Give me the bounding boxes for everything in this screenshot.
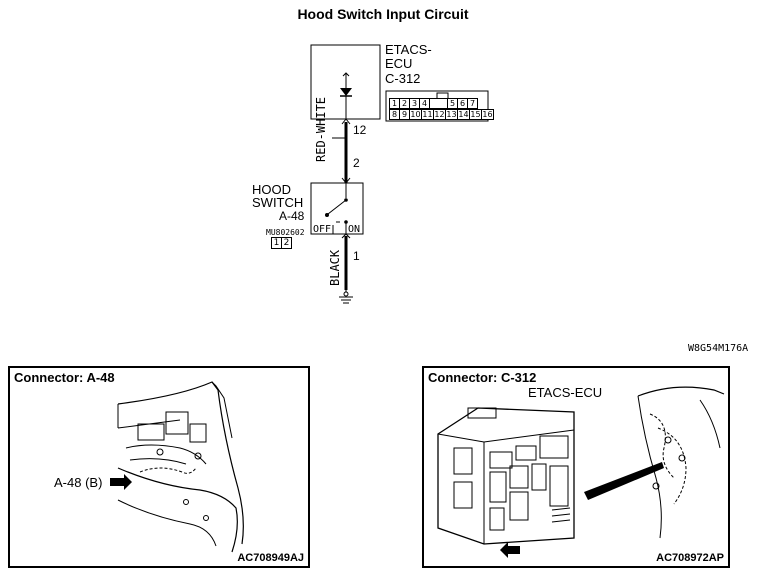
switch-off-label: OFF [313,224,332,235]
lower-wire-color-label: BLACK [328,249,342,286]
connector-a48-panel: Connector: A-48 A-48 (B) AC708949AJ [8,366,310,568]
arrow-icon [500,542,520,558]
hood-switch-box [310,182,364,235]
engine-bay-illustration [110,381,244,553]
etacs-ecu-illustration [437,386,725,558]
panel-callout: A-48 (B) [54,475,103,490]
ecu-name-line1: ETACS- [385,42,432,57]
diagram-title: Hood Switch Input Circuit [297,6,469,22]
connector-pin: 16 [481,109,494,120]
switch-on-label: ON [348,224,361,235]
hood-switch-part-number: MU802602 [266,228,305,237]
diode-symbol [340,88,352,96]
connector-pin [429,98,448,109]
panel-callout: ETACS-ECU [528,385,603,400]
hood-switch-connector-label: A-48 [279,209,305,223]
hood-switch-pin-bottom: 1 [353,249,360,263]
figure-code: W8G54M176A [688,343,749,354]
ecu-connector-face [385,90,489,122]
hood-switch-name-line2: SWITCH [252,195,304,210]
panel-code: AC708972AP [656,552,724,564]
upper-wire-color-label: RED-WHITE [314,96,328,162]
ecu-connector-label: C-312 [385,71,421,86]
panel-title: Connector: C-312 [428,370,537,385]
hood-switch-name-line1: HOOD [252,182,291,197]
connector-c312-panel: Connector: C-312 ETACS-ECU AC708972AP [422,366,730,568]
connector-pin: 7 [467,98,478,109]
panel-title: Connector: A-48 [14,370,115,385]
arrow-icon [110,474,132,490]
ecu-name-line2: ECU [385,56,413,71]
hood-switch-connector-pins: 1 2 [271,237,292,249]
switch-lever [327,199,347,215]
hood-switch-pin-top: 2 [353,156,360,170]
ecu-pin-number: 12 [353,123,367,137]
ecu-connector-pins-bottom: 8 9 10 11 12 13 14 15 16 [389,109,494,120]
panel-code: AC708949AJ [237,552,304,564]
connector-pin: 2 [281,237,292,249]
ecu-connector-pins-top: 1 2 3 4 5 6 7 [389,98,478,109]
